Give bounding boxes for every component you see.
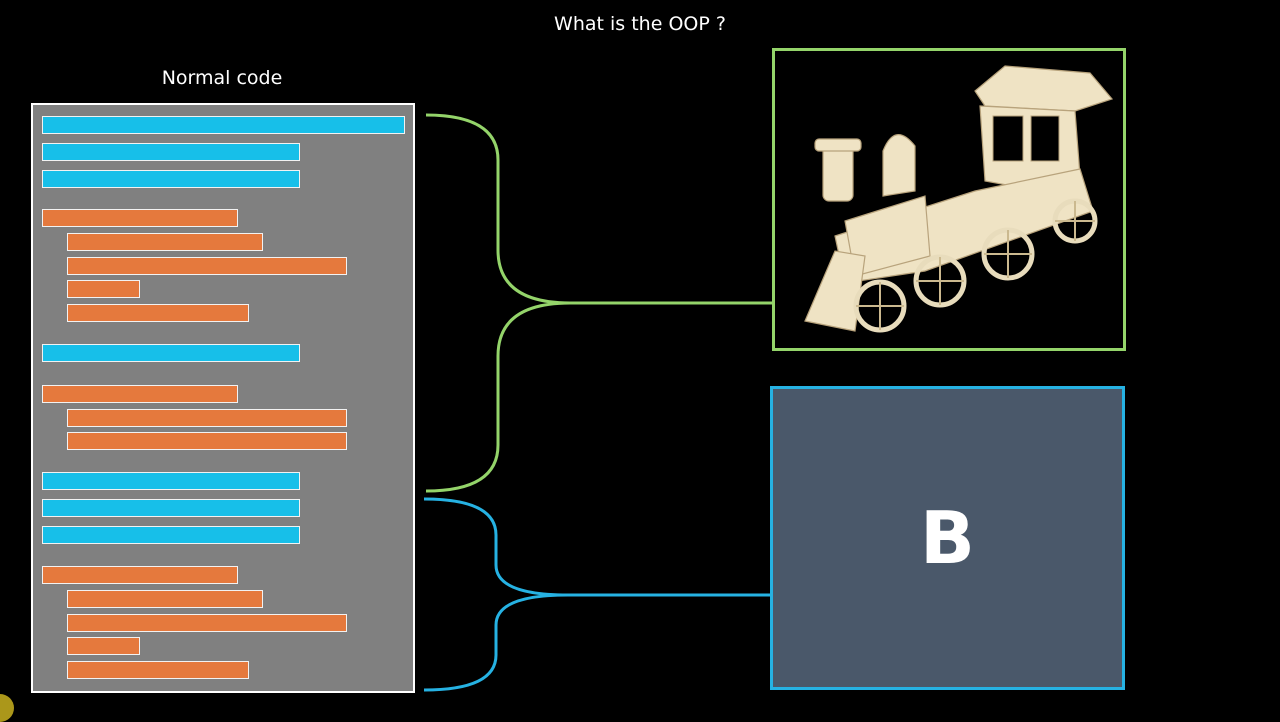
code-line-function xyxy=(42,385,238,403)
code-line-statement xyxy=(42,170,300,188)
brace-b xyxy=(423,497,770,692)
box-a xyxy=(772,48,1126,351)
code-line-statement xyxy=(42,472,300,490)
code-line-function xyxy=(67,257,347,275)
code-line-function xyxy=(42,209,238,227)
code-line-statement xyxy=(42,344,300,362)
code-line-function xyxy=(67,637,140,655)
code-line-statement xyxy=(42,526,300,544)
code-line-function xyxy=(42,566,238,584)
code-line-statement xyxy=(42,499,300,517)
brace-a xyxy=(425,113,772,493)
code-line-statement xyxy=(42,116,405,134)
code-line-statement xyxy=(42,143,300,161)
slide-title: What is the OOP ? xyxy=(554,13,726,35)
locomotive-image xyxy=(804,65,1114,333)
code-panel xyxy=(31,103,415,693)
code-line-function xyxy=(67,280,140,298)
code-line-function xyxy=(67,661,249,679)
box-b: B xyxy=(770,386,1125,690)
code-line-function xyxy=(67,233,263,251)
code-line-function xyxy=(67,590,263,608)
code-panel-label: Normal code xyxy=(161,67,283,89)
code-line-function xyxy=(67,432,347,450)
cursor-highlight xyxy=(0,694,14,722)
box-b-letter: B xyxy=(920,496,975,580)
code-line-function xyxy=(67,409,347,427)
code-line-function xyxy=(67,614,347,632)
code-line-function xyxy=(67,304,249,322)
